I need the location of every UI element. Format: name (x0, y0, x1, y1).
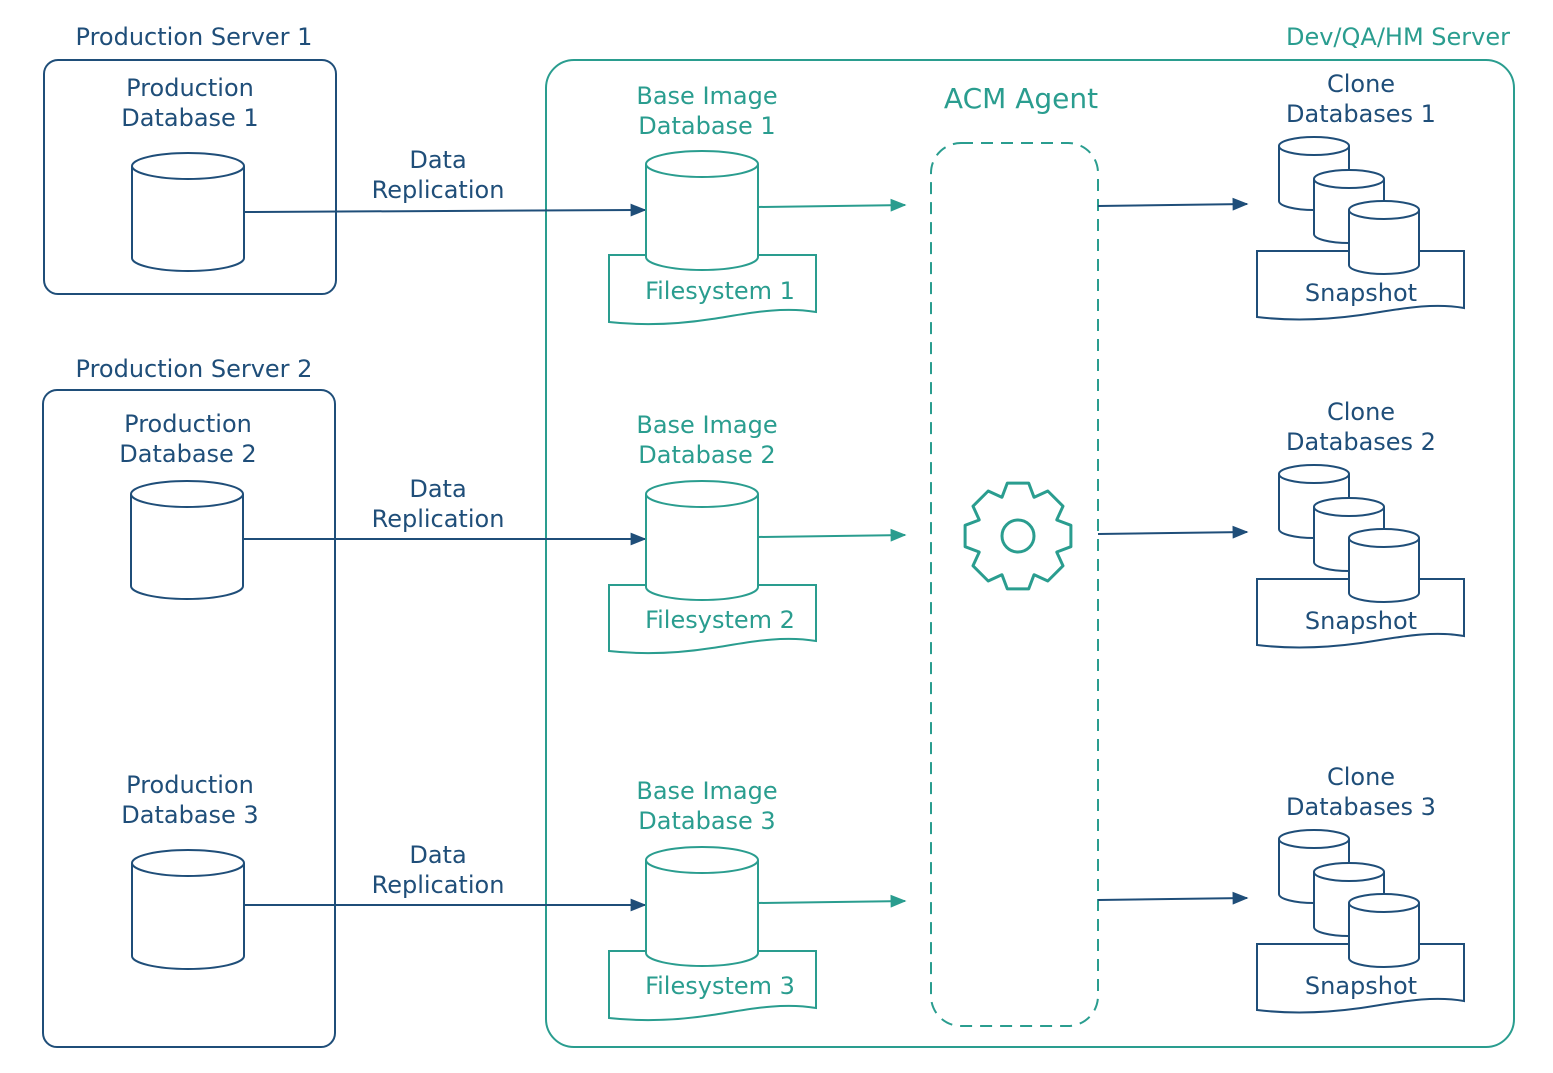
clone-label-line1: Clone (1327, 398, 1395, 426)
base-image-2-line1: Base Image (636, 411, 777, 439)
filesystem-document-icon (608, 950, 817, 1022)
production-database-1-label-line2: Database 1 (121, 104, 258, 132)
production-database-3-label-line2: Database 3 (121, 801, 258, 829)
replication-link-3: Data Replication (244, 841, 647, 912)
replication-3-line2: Replication (372, 871, 505, 899)
database-cylinder-icon (1348, 200, 1420, 275)
database-cylinder-icon (645, 480, 759, 601)
production-database-1-label-line1: Production (126, 74, 254, 102)
acm-agent-label: ACM Agent (944, 82, 1098, 115)
production-database-3-label-line1: Production (126, 771, 254, 799)
base-image-database-3: Base Image Database 3 Filesystem 3 (608, 777, 907, 1022)
gear-icon (963, 481, 1073, 591)
clone-label-line1: Clone (1327, 70, 1395, 98)
production-server-1-label: Production Server 1 (76, 23, 313, 51)
replication-1-line1: Data (409, 146, 466, 174)
replication-link-2: Data Replication (243, 475, 647, 546)
database-cylinder-icon (131, 152, 245, 272)
clone-label-line2: Databases 2 (1286, 428, 1436, 456)
filesystem-2-label: Filesystem 2 (645, 606, 795, 634)
database-cylinder-icon (645, 846, 759, 967)
database-cylinder-icon (1348, 893, 1420, 968)
clone-label-line1: Clone (1327, 763, 1395, 791)
clone-link-1 (1097, 197, 1249, 211)
filesystem-document-icon (608, 584, 817, 655)
dev-server-label: Dev/QA/HM Server (1286, 23, 1510, 51)
production-server-2-label: Production Server 2 (76, 355, 313, 383)
clone-label-line2: Databases 1 (1286, 100, 1436, 128)
filesystem-1-label: Filesystem 1 (645, 277, 795, 305)
replication-link-1: Data Replication (243, 146, 647, 217)
database-cylinder-icon (645, 150, 759, 271)
acm-agent-boundary (930, 142, 1099, 1027)
replication-2-line1: Data (409, 475, 466, 503)
base-image-database-1: Base Image Database 1 Filesystem 1 (608, 82, 907, 326)
dev-qa-hm-server: Dev/QA/HM Server (545, 23, 1515, 1048)
database-cylinder-icon (130, 480, 244, 600)
replication-2-line2: Replication (372, 505, 505, 533)
replication-3-line1: Data (409, 841, 466, 869)
snapshot-label: Snapshot (1305, 279, 1417, 307)
replication-1-line2: Replication (372, 176, 505, 204)
filesystem-document-icon (608, 254, 817, 326)
clone-link-3 (1097, 891, 1249, 905)
acm-agent: ACM Agent (930, 82, 1099, 1027)
database-cylinder-icon (131, 849, 245, 970)
database-cylinder-icon (1348, 528, 1420, 603)
base-image-1-line2: Database 1 (638, 112, 775, 140)
clone-link-2 (1097, 525, 1249, 539)
production-server-2: Production Server 2 Production Database … (42, 355, 336, 1048)
filesystem-3-label: Filesystem 3 (645, 972, 795, 1000)
production-database-2-label-line2: Database 2 (119, 440, 256, 468)
base-image-2-line2: Database 2 (638, 441, 775, 469)
base-image-1-line1: Base Image (636, 82, 777, 110)
snapshot-label: Snapshot (1305, 972, 1417, 1000)
base-image-database-2: Base Image Database 2 Filesystem 2 (608, 411, 907, 655)
base-image-3-line2: Database 3 (638, 807, 775, 835)
snapshot-label: Snapshot (1305, 607, 1417, 635)
clone-label-line2: Databases 3 (1286, 793, 1436, 821)
production-database-2-label-line1: Production (124, 410, 252, 438)
base-image-3-line1: Base Image (636, 777, 777, 805)
production-server-1: Production Server 1 Production Database … (43, 23, 337, 295)
